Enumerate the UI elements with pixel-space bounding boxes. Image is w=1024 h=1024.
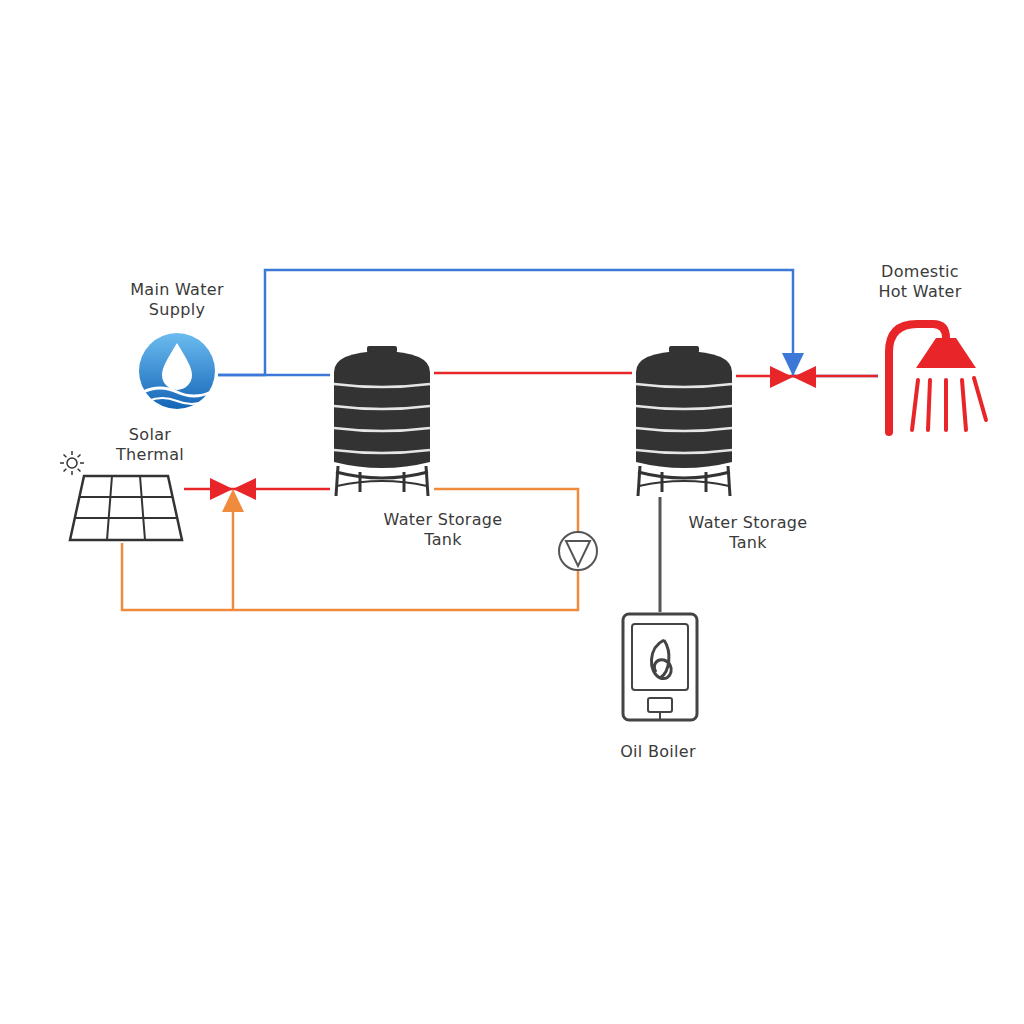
diverter-valve (210, 478, 256, 610)
component-label: Water Storage Tank (368, 510, 518, 550)
component-label: Water Storage Tank (673, 513, 823, 553)
supply-icon (136, 331, 218, 413)
tank-icon (632, 344, 736, 497)
tank-node: Water Storage Tank (330, 344, 434, 497)
boiler-node: Oil Boiler (620, 612, 700, 726)
shower-icon (878, 316, 990, 434)
pipe-connector (659, 497, 662, 612)
mixing-valve (770, 353, 816, 388)
component-label: Solar Thermal (110, 425, 190, 465)
component-label: Main Water Supply (112, 280, 242, 320)
component-label: Oil Boiler (598, 742, 718, 762)
supply-node: Main Water Supply (136, 331, 218, 413)
solar-node: Solar Thermal (52, 448, 184, 543)
pipe-connector (184, 488, 330, 491)
tank-icon (330, 344, 434, 497)
shower-node: Domestic Hot Water (878, 316, 990, 434)
tank-node: Water Storage Tank (632, 344, 736, 497)
component-label: Domestic Hot Water (870, 262, 970, 302)
pipe-connector (122, 489, 578, 610)
pump-symbol (559, 532, 597, 570)
boiler-icon (620, 612, 700, 726)
pipe-connector (434, 372, 632, 375)
pipe-connector (218, 270, 878, 376)
